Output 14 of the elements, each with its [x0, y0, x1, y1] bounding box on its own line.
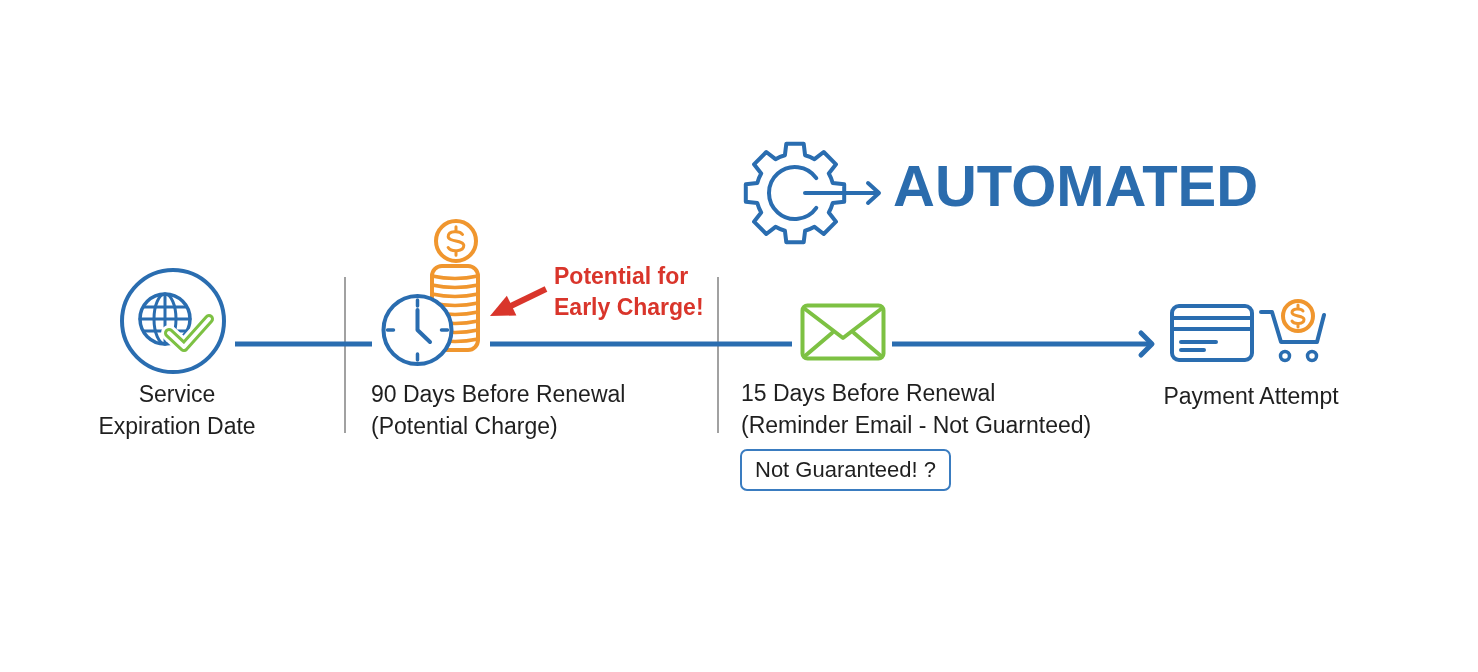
heading-text: AUTOMATED — [893, 152, 1259, 220]
step-caption: 15 Days Before Renewal (Reminder Email - Not Guarnteed) — [741, 379, 1093, 440]
timeline-line — [490, 341, 792, 347]
step-caption: Payment Attempt — [1163, 382, 1339, 411]
envelope-icon — [800, 303, 886, 361]
step-caption: Service Expiration Date — [97, 380, 257, 441]
step-caption: 90 Days Before Renewal (Potential Charge) — [371, 380, 627, 441]
timeline-line — [235, 341, 372, 347]
note-box: Not Guaranteed! ? — [740, 449, 951, 491]
warning-text: Potential for Early Charge! — [554, 261, 719, 323]
clock-coins-icon — [380, 218, 482, 368]
globe-check-icon — [119, 267, 227, 375]
arrow — [892, 330, 1155, 358]
arrow — [490, 286, 548, 316]
